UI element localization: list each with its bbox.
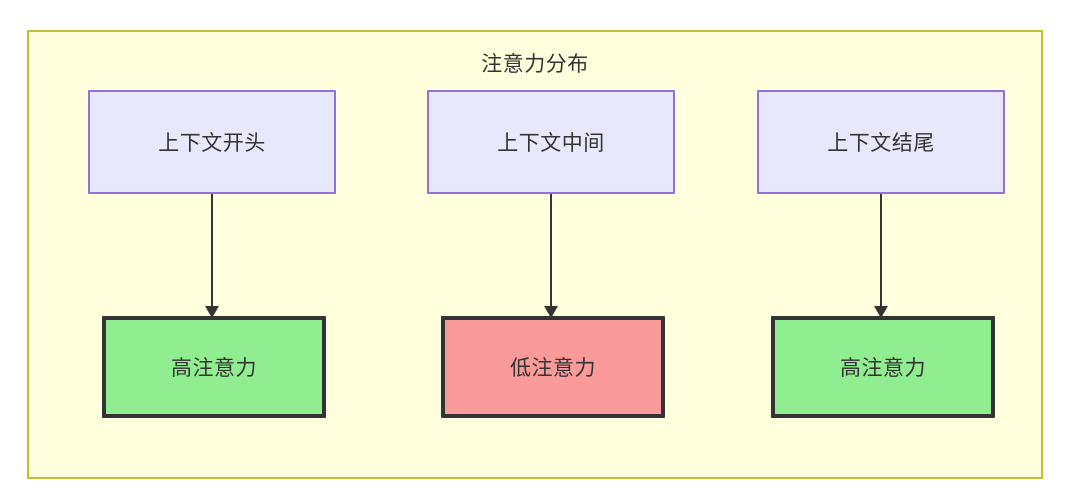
- edge-shaft: [880, 194, 882, 307]
- node-context-middle-label: 上下文中间: [497, 132, 605, 155]
- node-context-middle[interactable]: 上下文中间: [427, 90, 675, 194]
- arrowhead-icon: [544, 306, 558, 318]
- node-attention-high-start[interactable]: 高注意力: [102, 316, 326, 418]
- node-attention-low-middle-label: 低注意力: [510, 357, 596, 380]
- arrowhead-icon: [874, 306, 888, 318]
- edge-shaft: [211, 194, 213, 307]
- edge-shaft: [550, 194, 552, 307]
- node-context-start-label: 上下文开头: [158, 132, 266, 155]
- node-attention-high-start-label: 高注意力: [171, 357, 257, 380]
- node-context-start[interactable]: 上下文开头: [88, 90, 336, 194]
- node-attention-high-end[interactable]: 高注意力: [771, 316, 995, 418]
- node-attention-high-end-label: 高注意力: [840, 357, 926, 380]
- arrowhead-icon: [205, 306, 219, 318]
- diagram-title: 注意力分布: [481, 53, 589, 76]
- node-attention-low-middle[interactable]: 低注意力: [441, 316, 665, 418]
- attention-distribution-container: 注意力分布 上下文开头 上下文中间 上下文结尾 高注意力 低: [27, 30, 1043, 479]
- node-context-end[interactable]: 上下文结尾: [757, 90, 1005, 194]
- node-context-end-label: 上下文结尾: [827, 132, 935, 155]
